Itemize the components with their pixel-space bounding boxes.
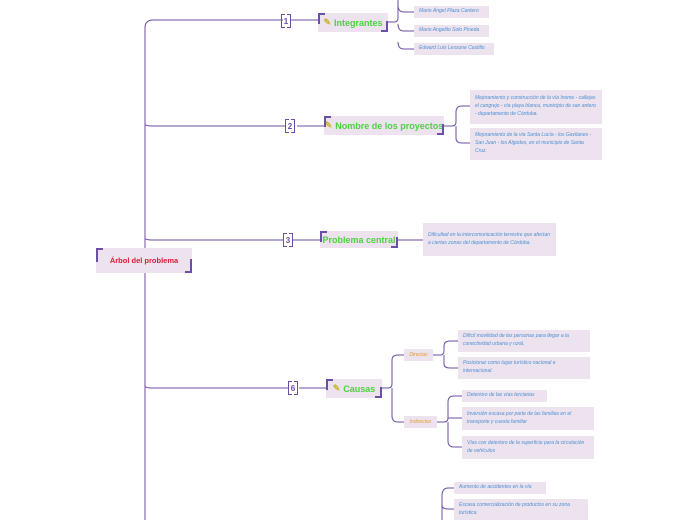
leaf-indirecta-3[interactable]: Vías con deterioro de la superficie para… xyxy=(462,436,594,459)
bracket-bottom-right xyxy=(391,237,398,248)
leaf-problema-central[interactable]: Dificultad en la intercomunicación terre… xyxy=(423,223,556,256)
main-node-label: Integrantes xyxy=(334,17,383,28)
branch-number-3: 3 xyxy=(283,233,293,247)
sub-node-directas[interactable]: Directas xyxy=(404,349,433,361)
pencil-icon: ✎ xyxy=(332,383,341,393)
branch-number-1: 1 xyxy=(281,14,291,28)
bracket-bottom-right xyxy=(437,124,444,135)
bracket-bottom-right xyxy=(381,21,388,32)
bracket-top-left xyxy=(320,231,327,242)
pencil-icon: ✎ xyxy=(323,17,332,27)
main-node-label: Nombre de los proyectos xyxy=(335,120,444,131)
bracket-top-left xyxy=(318,13,325,24)
main-node-problema-central[interactable]: Problema central xyxy=(320,231,398,248)
branch-number-2: 2 xyxy=(285,119,295,133)
bracket-top-left xyxy=(326,379,333,390)
leaf-proyecto-2[interactable]: Mejoramiento de la vía Santa Lucía - los… xyxy=(470,128,602,160)
leaf-efecto-1[interactable]: Aumento de accidentes en la vía xyxy=(454,482,546,494)
bracket-top-left xyxy=(96,248,103,262)
leaf-integrante-3[interactable]: Edward Luis Lessone Castillo xyxy=(414,43,494,55)
leaf-indirecta-2[interactable]: Inversión escasa por parte de las famili… xyxy=(462,407,594,430)
leaf-efecto-2[interactable]: Escasa comercialización de productos en … xyxy=(454,499,588,520)
bracket-bottom-right xyxy=(185,259,192,273)
branch-number-6: 6 xyxy=(288,381,298,395)
leaf-integrante-2[interactable]: Mario Angelito Solo Pineda xyxy=(414,25,489,37)
pencil-icon: ✎ xyxy=(324,120,333,130)
main-node-label: Problema central xyxy=(322,234,396,245)
leaf-indirecta-1[interactable]: Deterioro de las vías terciarias xyxy=(462,390,547,402)
main-node-causas[interactable]: ✎ Causas xyxy=(326,379,382,398)
root-label: Árbol del problema xyxy=(109,256,179,265)
main-node-nombre-de-los-proyectos[interactable]: ✎ Nombre de los proyectos xyxy=(324,116,444,135)
leaf-directa-1[interactable]: Difícil movilidad de las personas para l… xyxy=(458,330,590,352)
sub-node-indirectas[interactable]: Indirectas xyxy=(404,416,437,428)
root-node-arbol-del-problema[interactable]: Árbol del problema xyxy=(96,248,192,273)
main-node-label: Causas xyxy=(343,383,376,394)
leaf-directa-2[interactable]: Posicionar como lugar turístico nacional… xyxy=(458,357,590,379)
leaf-proyecto-1[interactable]: Mejoramiento y construcción de la vía In… xyxy=(470,90,602,124)
bracket-top-left xyxy=(324,116,331,127)
leaf-integrante-1[interactable]: Mario Ángel Plaza Cantero xyxy=(414,6,489,18)
main-node-integrantes[interactable]: ✎ Integrantes xyxy=(318,13,388,32)
bracket-bottom-right xyxy=(375,387,382,398)
